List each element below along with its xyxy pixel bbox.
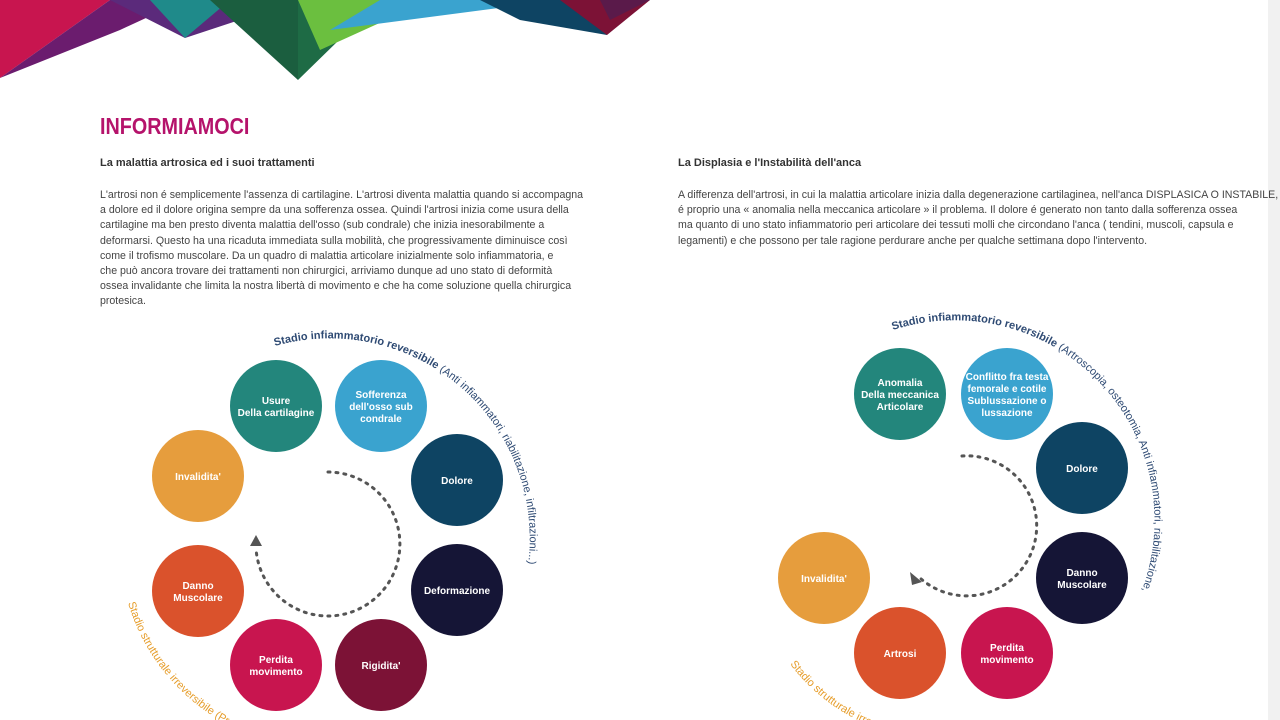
right-cycle-node-label: femorale e cotile xyxy=(968,384,1047,395)
left-line: come il trofismo muscolare. Da un quadro… xyxy=(100,249,554,262)
left-cycle-node-label: Usure xyxy=(262,396,291,407)
right-cycle-node-circle xyxy=(854,607,946,699)
left-cycle-node-label: Deformazione xyxy=(424,586,491,597)
left-arc-inflammatory-title: Stadio infiammatorio reversibile xyxy=(273,329,441,371)
right-cycle-node-circle xyxy=(1036,422,1128,514)
right-cycle-node-circle xyxy=(1036,532,1128,624)
right-line: A differenza dell'artrosi, in cui la mal… xyxy=(678,189,1279,201)
left-section-heading: La malattia artrosica ed i suoi trattame… xyxy=(100,157,315,169)
right-cycle-node: Artrosi xyxy=(854,607,946,699)
left-cycle-node: Deformazione xyxy=(411,544,503,636)
right-cycle-node-label: lussazione xyxy=(981,408,1033,419)
left-line: a dolore ed il dolore origina sempre da … xyxy=(100,204,569,217)
left-cycle-node-circle xyxy=(152,545,244,637)
right-cycle-node-label: Dolore xyxy=(1066,464,1098,475)
left-cycle-node: Rigidita' xyxy=(335,619,427,711)
right-cycle-node-label: Invalidita' xyxy=(801,574,847,585)
right-line: ma quanto di uno stato infiammatorio per… xyxy=(678,219,1234,232)
right-cycle-node-circle xyxy=(778,532,870,624)
left-cycle-node-label: Muscolare xyxy=(173,593,223,604)
left-cycle-node-label: Della cartilagine xyxy=(238,408,315,419)
left-line: ossea invalidante che limita la nostra l… xyxy=(100,280,572,293)
left-cycle-node: Dolore xyxy=(411,434,503,526)
left-cycle-node-label: condrale xyxy=(360,414,402,425)
left-line: protesica. xyxy=(100,295,146,308)
left-cycle-node-label: Perdita xyxy=(259,655,293,666)
right-section-heading: La Displasia e l'Instabilità dell'anca xyxy=(678,157,862,169)
left-cycle-node-circle xyxy=(411,544,503,636)
left-cycle-node-label: Invalidita' xyxy=(175,472,221,483)
left-cycle-node-label: Danno xyxy=(182,581,213,592)
page-title: INFORMIAMOCI xyxy=(100,113,250,139)
left-cycle-node-circle xyxy=(152,430,244,522)
left-line: L'artrosi non é semplicemente l'assenza … xyxy=(100,189,584,201)
right-cycle-node-label: movimento xyxy=(980,655,1033,666)
right-cycle-node-label: Muscolare xyxy=(1057,580,1107,591)
left-line: cartilagine ma ben presto diventa malatt… xyxy=(100,219,545,232)
left-cycle-node-label: Sofferenza xyxy=(355,390,407,401)
right-cycle-node-label: Perdita xyxy=(990,643,1024,654)
left-cycle-node-label: dell'osso sub xyxy=(349,402,413,413)
left-section-paragraph: L'artrosi non é semplicemente l'assenza … xyxy=(100,188,583,310)
right-arc-inflammatory-title: Stadio infiammatorio reversibile xyxy=(890,311,1059,350)
left-cycle-node-circle xyxy=(335,360,427,452)
decorative-triangles-banner xyxy=(0,0,650,80)
right-cycle-node-label: Conflitto fra testa xyxy=(966,372,1049,383)
left-cycle-arrow xyxy=(254,470,402,618)
right-cycle-node-label: Articolare xyxy=(877,402,924,413)
right-cycle-node: Invalidita' xyxy=(778,532,870,624)
left-cycle-arrowhead-icon xyxy=(250,535,262,546)
right-cycle-node: Dolore xyxy=(1036,422,1128,514)
right-line: legamenti) e che possono per tale ragion… xyxy=(678,234,1148,247)
right-cycle-node-label: Anomalia xyxy=(877,378,922,389)
right-cycle-node-circle xyxy=(961,607,1053,699)
right-cycle-arrowhead-icon xyxy=(910,572,922,585)
right-cycle-arrow xyxy=(918,454,1039,598)
page-edge-shadow xyxy=(1268,0,1280,720)
right-line: é proprio una « anomalia nella meccanica… xyxy=(678,204,1238,217)
right-cycle-node-label: Artrosi xyxy=(884,649,917,660)
left-cycle-node-label: Rigidita' xyxy=(361,661,400,672)
left-cycle-node-circle xyxy=(335,619,427,711)
left-arc-inflammatory-label: Stadio infiammatorio reversibile (Anti i… xyxy=(273,329,539,565)
left-cycle-node-label: Dolore xyxy=(441,476,473,487)
left-cycle-node-circle xyxy=(230,360,322,452)
left-cycle-node-circle xyxy=(411,434,503,526)
right-cycle-node-circle xyxy=(961,348,1053,440)
right-cycle-node-label: Danno xyxy=(1066,568,1097,579)
left-line: che può ancora trovare dei trattamenti n… xyxy=(100,265,553,278)
left-cycle-node: Invalidita' xyxy=(152,430,244,522)
right-cycle-node-circle xyxy=(854,348,946,440)
left-cycle-node-label: movimento xyxy=(249,667,302,678)
left-cycle-node-circle xyxy=(230,619,322,711)
left-line: deformarsi. Questo ha una ricaduta immed… xyxy=(100,234,568,247)
right-cycle-node-label: Sublussazione o xyxy=(968,396,1047,407)
right-cycle-node-label: Della meccanica xyxy=(861,390,939,401)
right-section-paragraph: A differenza dell'artrosi, in cui la mal… xyxy=(678,188,1278,249)
